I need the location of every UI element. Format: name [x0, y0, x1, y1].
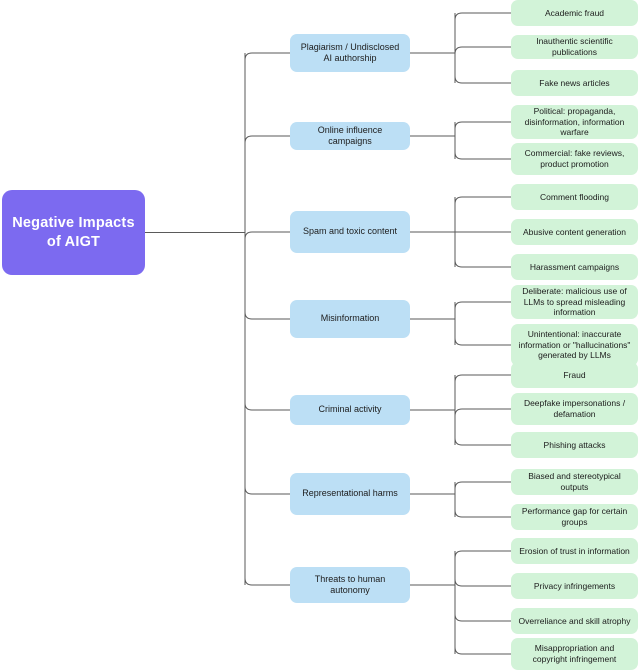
- leaf-node-fraud[interactable]: Fraud: [511, 362, 638, 388]
- branch-node-spam-and-toxic-content[interactable]: Spam and toxic content: [290, 211, 410, 253]
- leaf-node-performance-gap-for-certain-groups-label: Performance gap for certain groups: [521, 506, 628, 527]
- edge: [454, 613, 511, 622]
- edge: [244, 402, 290, 411]
- leaf-node-political-propaganda-disinformation-informat-label: Political: propaganda, disinformation, i…: [524, 106, 625, 138]
- leaf-node-privacy-infringements-label: Privacy infringements: [533, 580, 616, 591]
- branch-node-spam-and-toxic-content-label: Spam and toxic content: [302, 226, 398, 237]
- root-node[interactable]: Negative Impacts of AIGT: [2, 190, 145, 275]
- edge: [454, 259, 511, 268]
- edge: [454, 646, 511, 655]
- edge: [454, 408, 511, 417]
- edge: [454, 75, 511, 84]
- edge: [454, 578, 511, 587]
- branch-node-plagiarism-undisclosed-ai-authorship[interactable]: Plagiarism / Undisclosed AI authorship: [290, 34, 410, 72]
- edge: [454, 196, 511, 205]
- leaf-node-harassment-campaigns-label: Harassment campaigns: [529, 261, 620, 272]
- leaf-node-deliberate-malicious-use-of-llms-to-spread-m-label: Deliberate: malicious use of LLMs to spr…: [522, 286, 627, 318]
- edge: [454, 437, 511, 446]
- branch-node-threats-to-human-autonomy[interactable]: Threats to human autonomy: [290, 567, 410, 603]
- leaf-node-unintentional-inaccurate-information-or-hall[interactable]: Unintentional: inaccurate information or…: [511, 324, 638, 366]
- leaf-node-commercial-fake-reviews-product-promotion[interactable]: Commercial: fake reviews, product promot…: [511, 143, 638, 175]
- edge: [454, 151, 511, 160]
- leaf-node-misappropriation-and-copyright-infringement[interactable]: Misappropriation and copyright infringem…: [511, 638, 638, 670]
- leaf-node-political-propaganda-disinformation-informat[interactable]: Political: propaganda, disinformation, i…: [511, 105, 638, 139]
- leaf-node-phishing-attacks[interactable]: Phishing attacks: [511, 432, 638, 458]
- root-node-label: Negative Impacts of AIGT: [12, 215, 135, 250]
- leaf-node-overreliance-and-skill-atrophy[interactable]: Overreliance and skill atrophy: [511, 608, 638, 634]
- edge: [244, 311, 290, 320]
- leaf-node-fake-news-articles-label: Fake news articles: [539, 77, 610, 88]
- edge: [244, 135, 290, 144]
- leaf-node-performance-gap-for-certain-groups[interactable]: Performance gap for certain groups: [511, 504, 638, 530]
- leaf-node-inauthentic-scientific-publications[interactable]: Inauthentic scientific publications: [511, 35, 638, 59]
- edge: [244, 577, 290, 586]
- branch-node-criminal-activity-label: Criminal activity: [318, 404, 382, 415]
- leaf-node-academic-fraud-label: Academic fraud: [544, 7, 605, 18]
- leaf-node-misappropriation-and-copyright-infringement-label: Misappropriation and copyright infringem…: [532, 643, 617, 664]
- leaf-node-abusive-content-generation-label: Abusive content generation: [522, 226, 627, 237]
- branch-node-representational-harms-label: Representational harms: [302, 488, 398, 499]
- edge: [454, 337, 511, 346]
- edge: [244, 52, 290, 61]
- leaf-node-harassment-campaigns[interactable]: Harassment campaigns: [511, 254, 638, 280]
- leaf-node-erosion-of-trust-in-information[interactable]: Erosion of trust in information: [511, 538, 638, 564]
- branch-node-plagiarism-undisclosed-ai-authorship-label: Plagiarism / Undisclosed AI authorship: [300, 41, 400, 63]
- leaf-node-fraud-label: Fraud: [563, 369, 586, 380]
- leaf-node-deepfake-impersonations-defamation-label: Deepfake impersonations / defamation: [523, 398, 626, 419]
- leaf-node-comment-flooding[interactable]: Comment flooding: [511, 184, 638, 210]
- leaf-node-unintentional-inaccurate-information-or-hall-label: Unintentional: inaccurate information or…: [518, 329, 631, 361]
- edge: [454, 46, 511, 55]
- leaf-node-overreliance-and-skill-atrophy-label: Overreliance and skill atrophy: [518, 615, 631, 626]
- branch-node-online-influence-campaigns[interactable]: Online influence campaigns: [290, 122, 410, 150]
- edge: [454, 509, 511, 518]
- edge: [454, 301, 511, 310]
- leaf-node-abusive-content-generation[interactable]: Abusive content generation: [511, 219, 638, 245]
- leaf-node-privacy-infringements[interactable]: Privacy infringements: [511, 573, 638, 599]
- edge: [454, 550, 511, 559]
- leaf-node-biased-and-stereotypical-outputs-label: Biased and stereotypical outputs: [528, 471, 621, 492]
- leaf-node-phishing-attacks-label: Phishing attacks: [543, 439, 606, 450]
- leaf-node-deepfake-impersonations-defamation[interactable]: Deepfake impersonations / defamation: [511, 393, 638, 425]
- edge: [244, 486, 290, 495]
- branch-node-threats-to-human-autonomy-label: Threats to human autonomy: [314, 573, 386, 595]
- branch-node-criminal-activity[interactable]: Criminal activity: [290, 395, 410, 425]
- edge: [454, 481, 511, 490]
- leaf-node-erosion-of-trust-in-information-label: Erosion of trust in information: [519, 545, 630, 556]
- edge: [454, 374, 511, 383]
- branch-node-representational-harms[interactable]: Representational harms: [290, 473, 410, 515]
- leaf-node-fake-news-articles[interactable]: Fake news articles: [511, 70, 638, 96]
- edge: [454, 121, 511, 130]
- leaf-node-deliberate-malicious-use-of-llms-to-spread-m[interactable]: Deliberate: malicious use of LLMs to spr…: [511, 285, 638, 319]
- edge: [454, 12, 511, 21]
- leaf-node-biased-and-stereotypical-outputs[interactable]: Biased and stereotypical outputs: [511, 469, 638, 495]
- leaf-node-commercial-fake-reviews-product-promotion-label: Commercial: fake reviews, product promot…: [524, 148, 625, 169]
- leaf-node-inauthentic-scientific-publications-label: Inauthentic scientific publications: [536, 36, 613, 57]
- branch-node-misinformation-label: Misinformation: [320, 313, 380, 324]
- leaf-node-academic-fraud[interactable]: Academic fraud: [511, 0, 638, 26]
- edge: [244, 231, 290, 240]
- branch-node-misinformation[interactable]: Misinformation: [290, 300, 410, 338]
- branch-node-online-influence-campaigns-label: Online influence campaigns: [317, 124, 383, 146]
- leaf-node-comment-flooding-label: Comment flooding: [540, 191, 609, 202]
